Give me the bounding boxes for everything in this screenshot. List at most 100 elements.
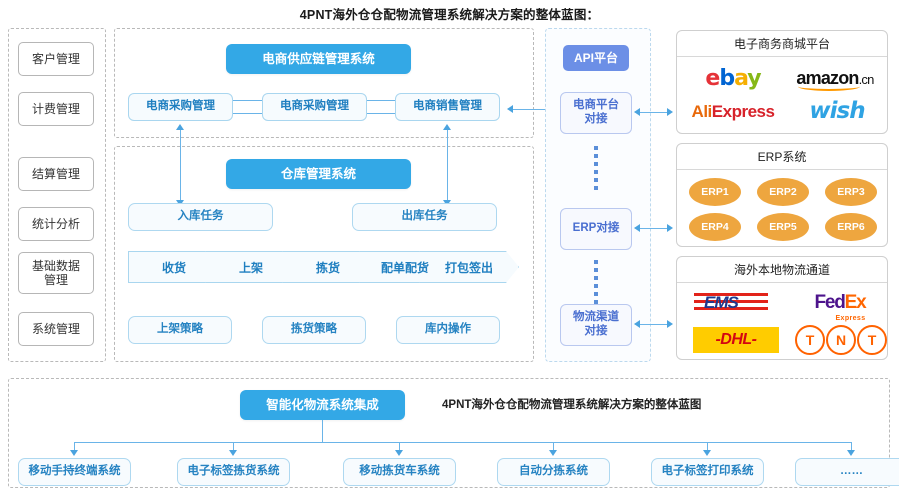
arrow-left-icon xyxy=(634,320,640,328)
connector-line xyxy=(74,442,852,444)
ali-part-a: Ali xyxy=(691,102,713,121)
arrow-right-icon xyxy=(667,320,673,328)
arrow-down-icon xyxy=(703,450,711,456)
process-step-receive[interactable]: 收货 xyxy=(128,251,220,283)
ebay-letter-b: b xyxy=(719,65,735,91)
arrow-down-icon xyxy=(549,450,557,456)
ali-part-b: Express xyxy=(711,102,775,121)
connector-label-line1: 物流渠道 xyxy=(573,311,619,324)
process-step-putaway[interactable]: 上架 xyxy=(205,251,297,283)
vertical-dots-2 xyxy=(594,260,598,304)
connector-line xyxy=(365,100,400,102)
bottom-item-mobile-cart[interactable]: 移动拣货车系统 xyxy=(343,458,456,486)
ems-bar-icon xyxy=(694,293,768,296)
arrow-up-icon xyxy=(443,124,451,130)
ems-bar-icon xyxy=(694,300,768,303)
bottom-container xyxy=(8,378,890,488)
sidebar-item-basic-data[interactable]: 基础数据 管理 xyxy=(18,252,94,294)
arrow-left-icon xyxy=(634,108,640,116)
panel-logistics-channels: 海外本地物流通道 EMS FedEx Express -DHL- xyxy=(676,256,888,360)
erp-item-3[interactable]: ERP3 xyxy=(825,178,877,206)
bottom-header: 智能化物流系统集成 xyxy=(240,390,405,420)
bottom-item-etag-picking[interactable]: 电子标签拣货系统 xyxy=(177,458,290,486)
erp-item-2[interactable]: ERP2 xyxy=(757,178,809,206)
connector-line xyxy=(180,128,182,206)
arrow-left-icon xyxy=(507,105,513,113)
arrow-right-icon xyxy=(667,224,673,232)
box-ecommerce-purchase-1[interactable]: 电商采购管理 xyxy=(128,93,233,121)
connector-label-line1: 电商平台 xyxy=(573,99,619,112)
warehouse-header: 仓库管理系统 xyxy=(226,159,411,189)
connector-line xyxy=(851,442,853,453)
sidebar-item-system[interactable]: 系统管理 xyxy=(18,312,94,346)
connector-line xyxy=(553,442,555,453)
connector-line xyxy=(707,442,709,453)
ebay-letter-a: a xyxy=(734,65,748,91)
amazon-smile-icon xyxy=(798,82,861,91)
panel-ecommerce-platforms: 电子商务商城平台 ebay amazon.cn AliExpress wish xyxy=(676,30,888,134)
sidebar-container xyxy=(8,28,106,362)
box-erp-connector[interactable]: ERP对接 xyxy=(560,208,632,250)
connector-line xyxy=(447,128,449,206)
connector-line xyxy=(322,420,324,442)
fedex-part-ex: Ex xyxy=(844,292,867,313)
erp-item-5[interactable]: ERP5 xyxy=(757,213,809,241)
aliexpress-logo: AliExpress xyxy=(683,97,783,127)
ebay-logo: ebay xyxy=(685,61,781,95)
ebay-letter-y: y xyxy=(747,65,761,91)
connector-line xyxy=(233,442,235,453)
box-picking-strategy[interactable]: 拣货策略 xyxy=(262,316,366,344)
connector-line xyxy=(399,442,401,453)
box-outbound-task[interactable]: 出库任务 xyxy=(352,203,497,231)
box-logistics-channel-connector[interactable]: 物流渠道 对接 xyxy=(560,304,632,346)
arrow-left-icon xyxy=(634,224,640,232)
sidebar-item-customer[interactable]: 客户管理 xyxy=(18,42,94,76)
arrow-down-icon xyxy=(847,450,855,456)
sidebar-item-settlement[interactable]: 结算管理 xyxy=(18,157,94,191)
box-inbound-task[interactable]: 入库任务 xyxy=(128,203,273,231)
tnt-letter-n: N xyxy=(826,325,856,355)
page-title: 4PNT海外仓仓配物流管理系统解决方案的整体蓝图： xyxy=(299,8,600,22)
bottom-item-etag-printing[interactable]: 电子标签打印系统 xyxy=(651,458,764,486)
arrow-down-icon xyxy=(229,450,237,456)
box-ecommerce-sales[interactable]: 电商销售管理 xyxy=(395,93,500,121)
box-ecommerce-platform-connector[interactable]: 电商平台 对接 xyxy=(560,92,632,134)
sidebar-item-statistics[interactable]: 统计分析 xyxy=(18,207,94,241)
erp-item-6[interactable]: ERP6 xyxy=(825,213,877,241)
tnt-letter-t2: T xyxy=(857,325,887,355)
amazon-suffix: .cn xyxy=(858,71,875,87)
bottom-item-more[interactable]: …… xyxy=(795,458,899,486)
wish-wordmark: wish xyxy=(809,98,865,124)
panel-erp-systems: ERP系统 ERP1 ERP2 ERP3 ERP4 ERP5 ERP6 xyxy=(676,143,888,247)
box-in-warehouse-ops[interactable]: 库内操作 xyxy=(396,316,500,344)
api-platform-header: API平台 xyxy=(563,45,629,71)
bottom-item-auto-sorting[interactable]: 自动分拣系统 xyxy=(497,458,610,486)
box-ecommerce-purchase-2[interactable]: 电商采购管理 xyxy=(262,93,367,121)
box-putaway-strategy[interactable]: 上架策略 xyxy=(128,316,232,344)
tnt-letter-t1: T xyxy=(795,325,825,355)
arrow-down-icon xyxy=(70,450,78,456)
connector-line xyxy=(232,113,267,115)
process-step-pick[interactable]: 拣货 xyxy=(282,251,374,283)
sidebar-item-billing[interactable]: 计费管理 xyxy=(18,92,94,126)
vertical-dots-1 xyxy=(594,146,598,190)
ems-bar-icon xyxy=(694,307,768,310)
connector-line xyxy=(638,228,670,230)
bottom-item-mobile-terminal[interactable]: 移动手持终端系统 xyxy=(18,458,131,486)
arrow-down-icon xyxy=(395,450,403,456)
process-step-pack-ship[interactable]: 打包签出 xyxy=(419,251,519,283)
warehouse-container xyxy=(114,146,534,362)
panel-body: ERP1 ERP2 ERP3 ERP4 ERP5 ERP6 xyxy=(677,170,887,246)
fedex-subtext: Express xyxy=(835,315,866,322)
panel-body: ebay amazon.cn AliExpress wish xyxy=(677,57,887,133)
panel-title: 电子商务商城平台 xyxy=(677,31,887,57)
connector-label-line2: 对接 xyxy=(584,325,608,337)
ems-wordmark: EMS xyxy=(704,293,739,312)
erp-item-4[interactable]: ERP4 xyxy=(689,213,741,241)
erp-item-1[interactable]: ERP1 xyxy=(689,178,741,206)
sidebar-item-label: 基础数据 xyxy=(31,258,80,273)
tnt-logo: T N T xyxy=(795,325,887,355)
connector-line xyxy=(365,113,400,115)
supply-chain-header: 电商供应链管理系统 xyxy=(226,44,411,74)
bottom-caption: 4PNT海外仓仓配物流管理系统解决方案的整体蓝图 xyxy=(442,399,702,411)
